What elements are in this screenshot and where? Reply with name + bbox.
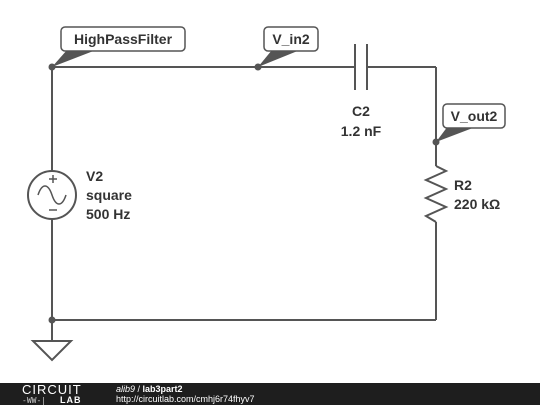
circuitlab-logo[interactable]: CIRCUIT -WW-| LAB: [22, 383, 102, 405]
resistor-r2[interactable]: [423, 165, 449, 223]
net-label-text: HighPassFilter: [74, 31, 173, 47]
footer-author-project: alib9 / lab3part2: [116, 384, 183, 394]
net-label-pointer: [258, 50, 300, 67]
footer-project[interactable]: lab3part2: [142, 384, 183, 394]
net-label-vout[interactable]: V_out2: [436, 103, 506, 142]
net-label-highpass[interactable]: HighPassFilter: [52, 26, 186, 67]
source-waveform: square: [86, 187, 132, 203]
net-label-text: V_out2: [451, 108, 498, 124]
net-label-box: [263, 26, 319, 52]
logo-resistor-icon: -WW-|: [22, 396, 47, 405]
resistor-value: 220 kΩ: [454, 196, 500, 212]
capacitor-value: 1.2 nF: [341, 123, 382, 139]
capacitor-name: C2: [352, 103, 370, 119]
ground-icon: [30, 340, 74, 362]
net-label-box: [60, 26, 186, 52]
net-label-text: V_in2: [272, 31, 310, 47]
circuit-schematic: C2 1.2 nF R2 220 kΩ V2 square 500 Hz Hig…: [27, 26, 506, 362]
sine-wave-icon: [37, 185, 67, 205]
logo-text-circuit: CIRCUIT: [22, 382, 82, 397]
footer-url[interactable]: http://circuitlab.com/cmhj6r74fhyv7: [116, 394, 255, 404]
footer-bar: CIRCUIT -WW-| LAB alib9 / lab3part2 http…: [0, 383, 540, 405]
wires: [51, 66, 437, 341]
logo-text-lab: LAB: [60, 395, 82, 405]
junction-dot-ground: [48, 316, 56, 324]
source-name: V2: [86, 168, 103, 184]
source-frequency: 500 Hz: [86, 206, 130, 222]
net-label-vin[interactable]: V_in2: [258, 26, 319, 67]
net-label-box: [442, 103, 506, 129]
resistor-name: R2: [454, 177, 472, 193]
footer-user[interactable]: alib9: [116, 384, 136, 394]
voltage-source-v2[interactable]: [27, 170, 77, 220]
footer-separator: /: [135, 384, 143, 394]
capacitor-c2[interactable]: [354, 44, 368, 90]
net-label-pointer: [52, 50, 96, 67]
net-label-pointer: [436, 126, 478, 142]
